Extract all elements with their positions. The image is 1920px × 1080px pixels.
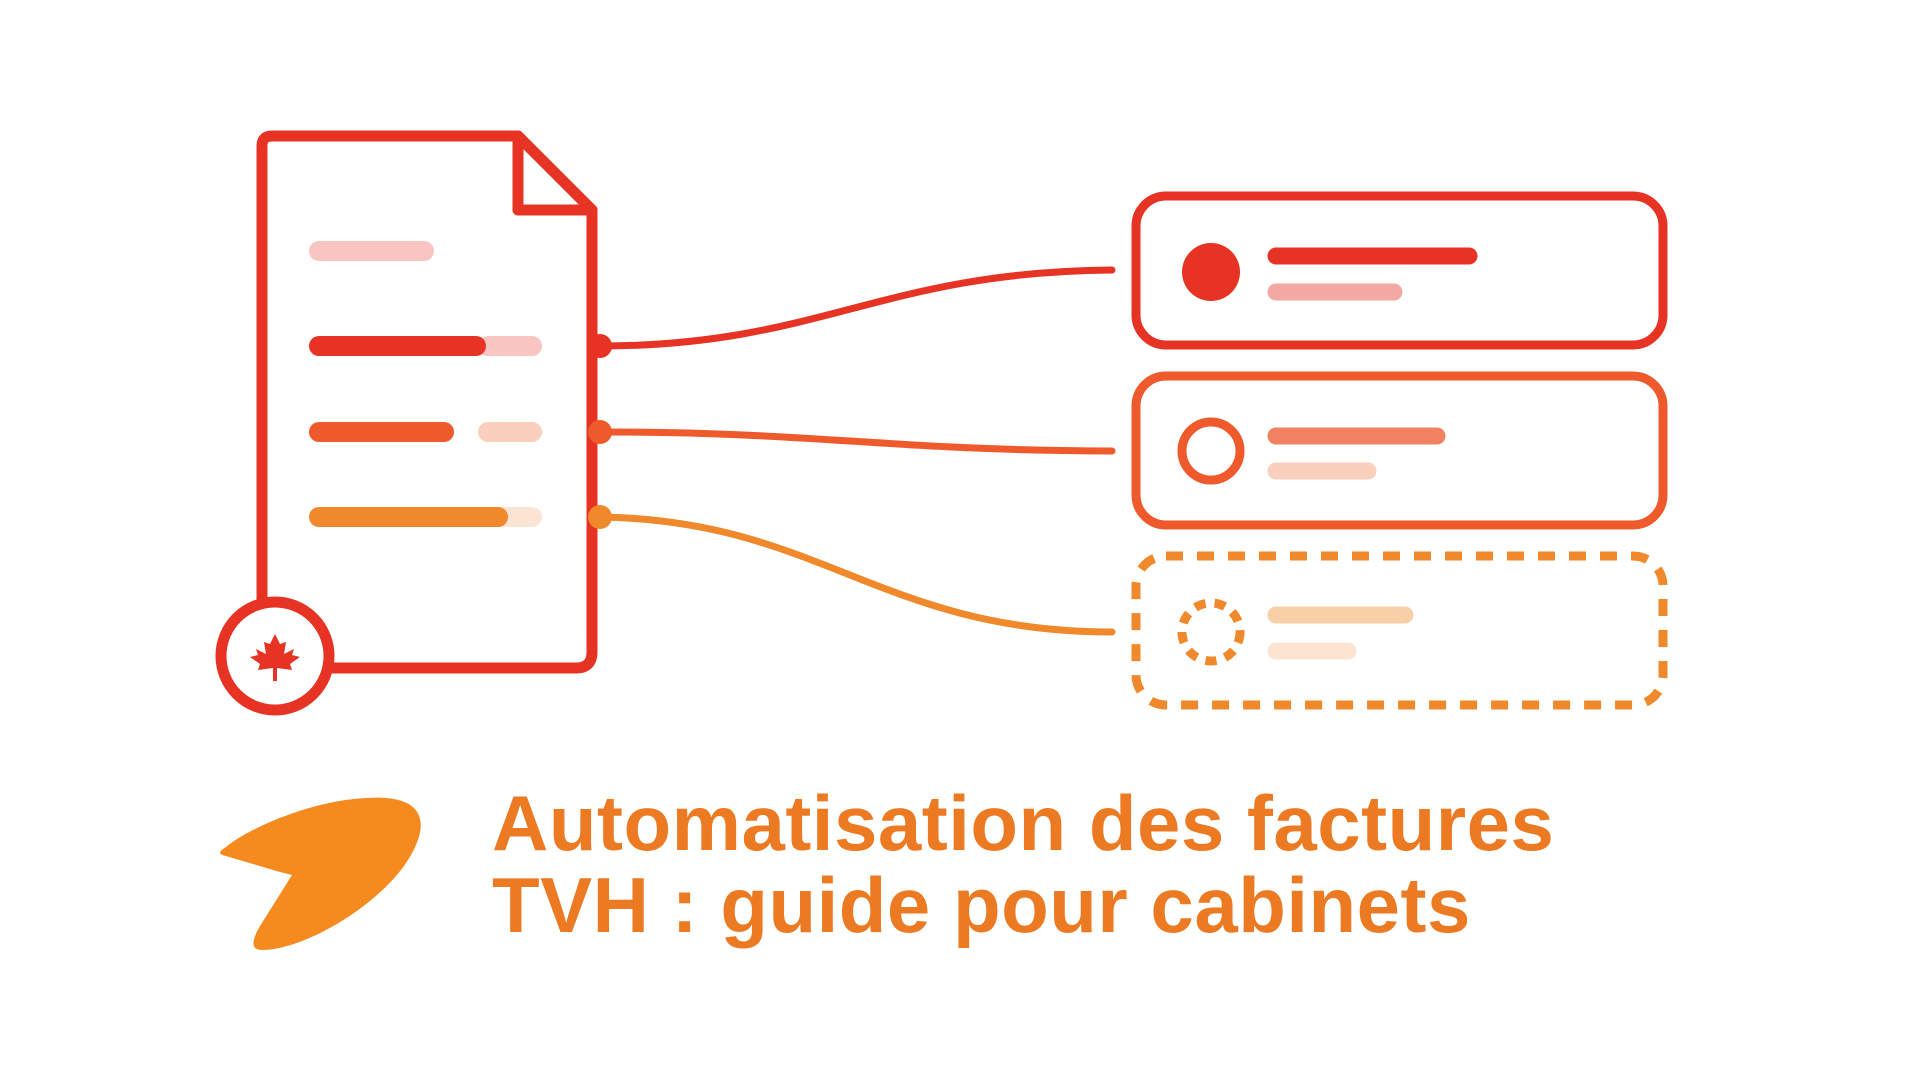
- swoosh-logo-icon: [220, 797, 421, 950]
- card-3-outline: [1131, 551, 1668, 710]
- maple-leaf-icon: [250, 634, 300, 681]
- connector-line-3: [596, 513, 1116, 636]
- connector-node-1: [588, 334, 612, 358]
- card-1-outline: [1131, 191, 1668, 350]
- connector-nodes: [588, 334, 612, 529]
- connector-node-3: [588, 505, 612, 529]
- filled-circle-icon: [1182, 243, 1240, 301]
- record-card-2: [1131, 371, 1668, 530]
- connectors: [596, 266, 1116, 636]
- record-card-3: [1131, 551, 1668, 710]
- card-2-outline: [1131, 371, 1668, 530]
- document-icon: [256, 130, 612, 674]
- document-corner-fold: [512, 130, 598, 216]
- document-lines: [309, 241, 542, 527]
- outline-circle-icon: [1177, 417, 1245, 485]
- maple-leaf-badge: [215, 596, 335, 716]
- document-outline: [256, 130, 598, 674]
- connector-node-2: [588, 420, 612, 444]
- connector-line-2: [596, 428, 1116, 455]
- record-card-1: [1131, 191, 1668, 350]
- page-title: Automatisation des factures TVH : guide …: [492, 782, 1554, 946]
- page-title-line-1: Automatisation des factures: [492, 779, 1555, 867]
- page-title-line-2: TVH : guide pour cabinets: [492, 861, 1471, 949]
- connector-line-1: [596, 266, 1116, 350]
- dashed-circle-icon: [1177, 598, 1245, 666]
